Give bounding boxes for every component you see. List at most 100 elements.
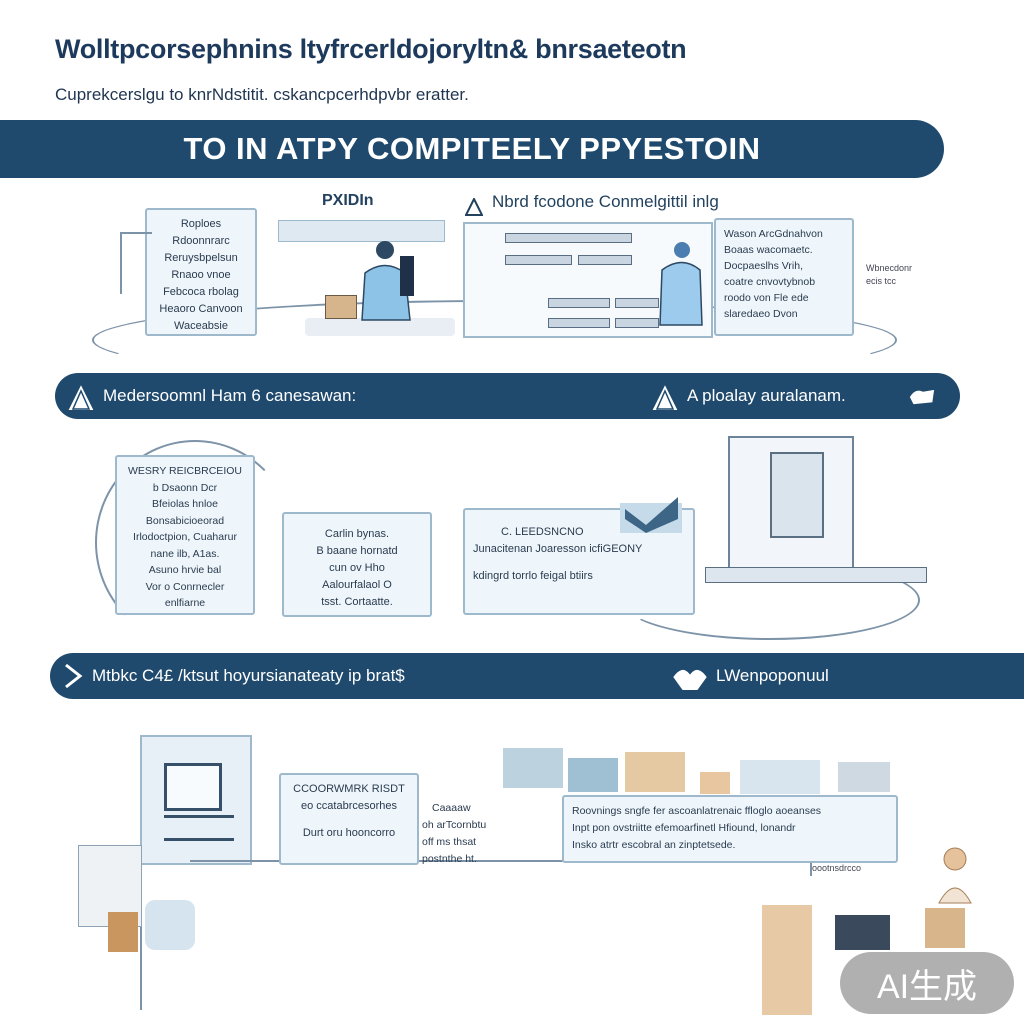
machine-base bbox=[705, 567, 927, 583]
monitor-icon bbox=[164, 763, 222, 811]
card-line: Insko atrtr escobral an zinptetsede. bbox=[572, 839, 736, 851]
card-line: slaredaeo Dvon bbox=[724, 308, 798, 320]
card-line: cun ov Hho bbox=[329, 562, 385, 574]
main-banner-text: TO IN ATPY COMPITEELY PPYESTOIN bbox=[183, 131, 761, 166]
figure-illustration bbox=[145, 900, 195, 950]
card-line: Aalourfalaol O bbox=[322, 579, 392, 591]
color-block bbox=[838, 762, 890, 792]
section3-note: oootnsdrcco bbox=[812, 863, 862, 873]
box-illustration bbox=[325, 295, 357, 319]
page-subtitle: Cuprekcerslgu to knrNdstitit. cskancpcer… bbox=[55, 85, 469, 104]
section3-connector bbox=[190, 860, 812, 876]
card-line: Rnaoo vnoe bbox=[171, 269, 231, 281]
band2-right-text: LWenpoponuul bbox=[716, 666, 829, 685]
person-illustration bbox=[935, 845, 975, 905]
text-line: postnthe ht. bbox=[422, 853, 477, 865]
section3-card-c: Roovnings sngfe fer ascoanlatrenaic fflo… bbox=[562, 795, 898, 863]
main-banner: TO IN ATPY COMPITEELY PPYESTOIN bbox=[0, 120, 944, 178]
machine-illustration bbox=[728, 436, 854, 570]
panel-bar bbox=[615, 318, 659, 328]
text-line: oh arTcornbtu bbox=[422, 819, 487, 831]
box-illustration bbox=[108, 912, 138, 952]
card-line: Reruysbpelsun bbox=[164, 252, 238, 264]
card-line: Febcoca rbolag bbox=[163, 286, 239, 298]
card-line: B baane hornatd bbox=[316, 545, 398, 557]
section2-card-a: WESRY REICBRCEIOU b Dsaonn Dcr Bfeiolas … bbox=[115, 455, 255, 615]
person-illustration bbox=[360, 238, 430, 323]
section2-band: Medersoomnl Ham 6 canesawan: A ploalay a… bbox=[55, 373, 960, 419]
card-line: Rdoonnrarc bbox=[172, 235, 230, 247]
page-title: Wolltpcorsephnins ltyfrcerldojoryltn& bn… bbox=[55, 34, 687, 64]
presenter-illustration bbox=[652, 240, 707, 330]
monitor-panel bbox=[140, 735, 252, 865]
panel-bar bbox=[548, 298, 610, 308]
card-line: roodo von Fle ede bbox=[724, 292, 809, 304]
ai-generated-badge: AI生成 bbox=[840, 952, 1014, 1014]
card-line: Waceabsie bbox=[173, 320, 228, 332]
panel-bar bbox=[548, 318, 610, 328]
card-line: Roovnings sngfe fer ascoanlatrenaic fflo… bbox=[572, 805, 822, 817]
band1-right-text: A ploalay auralanam. bbox=[687, 386, 846, 405]
desk-surface bbox=[305, 318, 455, 336]
section3-post bbox=[140, 860, 192, 1010]
arrow-icon bbox=[62, 663, 84, 694]
card-line: Roploes bbox=[180, 218, 222, 230]
figure-illustration bbox=[762, 905, 812, 1015]
band2-left-text: Mtbkc C4£ /ktsut hoyursianateaty ip brat… bbox=[92, 666, 405, 685]
section2-card-b: Carlin bynas. B baane hornatd cun ov Hho… bbox=[282, 512, 432, 617]
card-line: coatre cnvovtybnob bbox=[724, 276, 816, 288]
section2-connector-right bbox=[620, 560, 920, 640]
card-line: nane ilb, A1as. bbox=[150, 547, 220, 560]
note-line: Wbnecdonr bbox=[866, 263, 913, 273]
card-line: Bfeiolas hnloe bbox=[152, 498, 218, 510]
section1-note-right: Wbnecdonr ecis tcc bbox=[866, 262, 912, 288]
card-line: Bonsabicioeorad bbox=[145, 514, 225, 527]
color-block bbox=[740, 760, 820, 794]
band1-left-text: Medersoomnl Ham 6 canesawan: bbox=[103, 386, 357, 405]
card-line: b Dsaonn Dcr bbox=[152, 481, 218, 494]
card-line: enlfiarne bbox=[164, 597, 206, 609]
text-line: Caaaaw bbox=[432, 802, 471, 814]
section1-card-left: Roploes Rdoonnrarc Reruysbpelsun Rnaoo v… bbox=[145, 208, 257, 336]
panel-bar bbox=[615, 298, 659, 308]
card-line: Wason ArcGdnahvon bbox=[724, 228, 823, 240]
panel-bar bbox=[578, 255, 632, 265]
box-illustration bbox=[925, 908, 965, 948]
panel-bar bbox=[505, 255, 572, 265]
section3-card-a: CCOORWMRK RISDT eo ccatabrcesorhes Durt … bbox=[279, 773, 419, 865]
section3-band: Mtbkc C4£ /ktsut hoyursianateaty ip brat… bbox=[50, 653, 1024, 699]
card-line: Asuno hrvie bal bbox=[148, 564, 222, 576]
card-line: Boaas wacomaetc. bbox=[724, 244, 813, 256]
section1-card-right: Wason ArcGdnahvon Boaas wacomaetc. Docpa… bbox=[714, 218, 854, 336]
card-line: C. LEEDSNCNO bbox=[501, 526, 584, 538]
keyboard-icon bbox=[164, 815, 234, 841]
warning-icon bbox=[649, 380, 681, 418]
panel-bar bbox=[505, 233, 632, 243]
card-line: Junacitenan Joaresson icfiGEONY bbox=[473, 543, 643, 555]
card-line: Heaoro Canvoon bbox=[159, 303, 243, 315]
card-line: WESRY REICBRCEIOU bbox=[128, 465, 242, 477]
triangle-icon bbox=[464, 196, 484, 216]
card-line: Carlin bynas. bbox=[324, 528, 390, 540]
note-line: ecis tcc bbox=[866, 276, 897, 286]
hand-icon bbox=[905, 383, 939, 409]
color-block bbox=[625, 752, 685, 792]
card-line: Durt oru hooncorro bbox=[302, 827, 396, 839]
card-line: kdingrd torrlo feigal btiirs bbox=[473, 570, 593, 582]
card-line: eo ccatabrcesorhes bbox=[301, 800, 397, 812]
card-line: tsst. Cortaatte. bbox=[321, 596, 393, 608]
section1-heading-left: PXIDIn bbox=[322, 192, 374, 209]
card-line: Vor o Conrnecler bbox=[145, 580, 225, 593]
card-line: Irlodoctpion, Cuaharur bbox=[133, 531, 237, 543]
card-line: Docpaeslhs Vrih, bbox=[724, 260, 803, 272]
bracket-line bbox=[120, 232, 152, 294]
section3-text-b: Caaaaw oh arTcornbtu off ms thsat postnt… bbox=[422, 800, 486, 868]
section2-connector bbox=[95, 440, 295, 645]
text-line: off ms thsat bbox=[422, 836, 477, 848]
warning-icon bbox=[65, 380, 97, 418]
checkmark-icon bbox=[620, 495, 682, 533]
color-block bbox=[503, 748, 563, 788]
color-block bbox=[568, 758, 618, 792]
card-line: Inpt pon ovstriitte efemoarfinetl Hfioun… bbox=[572, 822, 796, 834]
desk-shelf bbox=[278, 220, 445, 242]
